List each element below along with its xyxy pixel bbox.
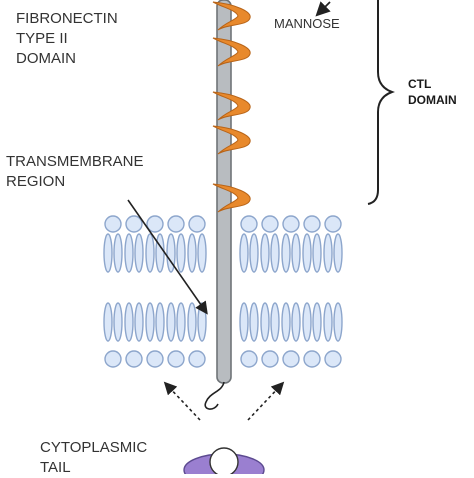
- lipid-tail: [312, 233, 322, 273]
- lipid-tail: [124, 302, 134, 342]
- lipid-tail: [323, 233, 333, 273]
- mannose-label: MANNOSE: [274, 16, 340, 31]
- lipid-tail: [124, 233, 134, 273]
- crd-spiral: [212, 37, 251, 67]
- lipid-tail: [187, 233, 197, 273]
- cytoplasmic-label: CYTOPLASMIC TAIL: [40, 439, 148, 476]
- fibronectin-label: FIBRONECTIN TYPE II DOMAIN: [16, 10, 118, 67]
- lipid-bilayer: [103, 215, 343, 368]
- mannose-arrow: [315, 1, 331, 17]
- lipid-tail: [239, 302, 249, 342]
- lipid-tail: [333, 302, 343, 342]
- crd-spiral: [212, 125, 251, 155]
- lipid-head-bottom: [104, 350, 122, 368]
- crd-spiral: [212, 183, 251, 213]
- lipid-tail: [312, 302, 322, 342]
- lipid-tail: [333, 233, 343, 273]
- lipid-head-top: [261, 215, 279, 233]
- transmembrane-label: TRANSMEMBRANE REGION: [6, 153, 144, 190]
- lipid-head-bottom: [188, 350, 206, 368]
- lipid-head-top: [125, 215, 143, 233]
- lipid-tail: [155, 302, 165, 342]
- lipid-tail: [103, 302, 113, 342]
- lipid-tail: [166, 302, 176, 342]
- lipid-tail: [281, 233, 291, 273]
- lipid-tail: [281, 302, 291, 342]
- lipid-tail: [187, 302, 197, 342]
- lipid-tail: [113, 233, 123, 273]
- lipid-tail: [291, 302, 301, 342]
- lipid-head-bottom: [167, 350, 185, 368]
- cytoplasmic-squiggle: [204, 381, 225, 410]
- lipid-tail: [113, 302, 123, 342]
- lipid-head-top: [303, 215, 321, 233]
- lipid-head-bottom: [146, 350, 164, 368]
- lipid-head-top: [240, 215, 258, 233]
- transmembrane-arrow: [127, 199, 208, 315]
- lipid-tail: [145, 233, 155, 273]
- lipid-head-top: [167, 215, 185, 233]
- lipid-head-top: [324, 215, 342, 233]
- lipid-tail: [270, 302, 280, 342]
- lipid-tail: [291, 233, 301, 273]
- lipid-tail: [260, 233, 270, 273]
- crd-spiral: [212, 91, 251, 121]
- crd-domain-spirals: [212, 1, 251, 213]
- lipid-tail: [134, 302, 144, 342]
- lipid-head-bottom: [324, 350, 342, 368]
- lipid-head-top: [188, 215, 206, 233]
- lipid-head-bottom: [125, 350, 143, 368]
- lipid-tail: [155, 233, 165, 273]
- lipid-head-bottom: [303, 350, 321, 368]
- lipid-tail: [239, 233, 249, 273]
- lipid-tail: [249, 302, 259, 342]
- lipid-tail: [176, 302, 186, 342]
- lipid-tail: [134, 233, 144, 273]
- lipid-tail: [249, 233, 259, 273]
- lipid-tail: [166, 233, 176, 273]
- ctl-domain-label: CTL DOMAIN: [408, 77, 457, 107]
- lipid-tail: [270, 233, 280, 273]
- dashed-arrow-left: [163, 381, 201, 421]
- dashed-arrow-right: [247, 381, 285, 421]
- lipid-head-bottom: [261, 350, 279, 368]
- lipid-tail: [260, 302, 270, 342]
- lipid-head-bottom: [282, 350, 300, 368]
- lipid-head-top: [146, 215, 164, 233]
- lipid-tail: [302, 233, 312, 273]
- cytoplasmic-partner-circle: [209, 447, 239, 474]
- lipid-head-bottom: [240, 350, 258, 368]
- lipid-head-top: [104, 215, 122, 233]
- lipid-tail: [197, 302, 207, 342]
- lipid-tail: [103, 233, 113, 273]
- lipid-tail: [302, 302, 312, 342]
- lipid-tail: [176, 233, 186, 273]
- lipid-tail: [145, 302, 155, 342]
- ctl-domain-brace: [367, 0, 395, 205]
- lipid-head-top: [282, 215, 300, 233]
- crd-spiral: [212, 1, 251, 31]
- lipid-tail: [197, 233, 207, 273]
- lipid-tail: [323, 302, 333, 342]
